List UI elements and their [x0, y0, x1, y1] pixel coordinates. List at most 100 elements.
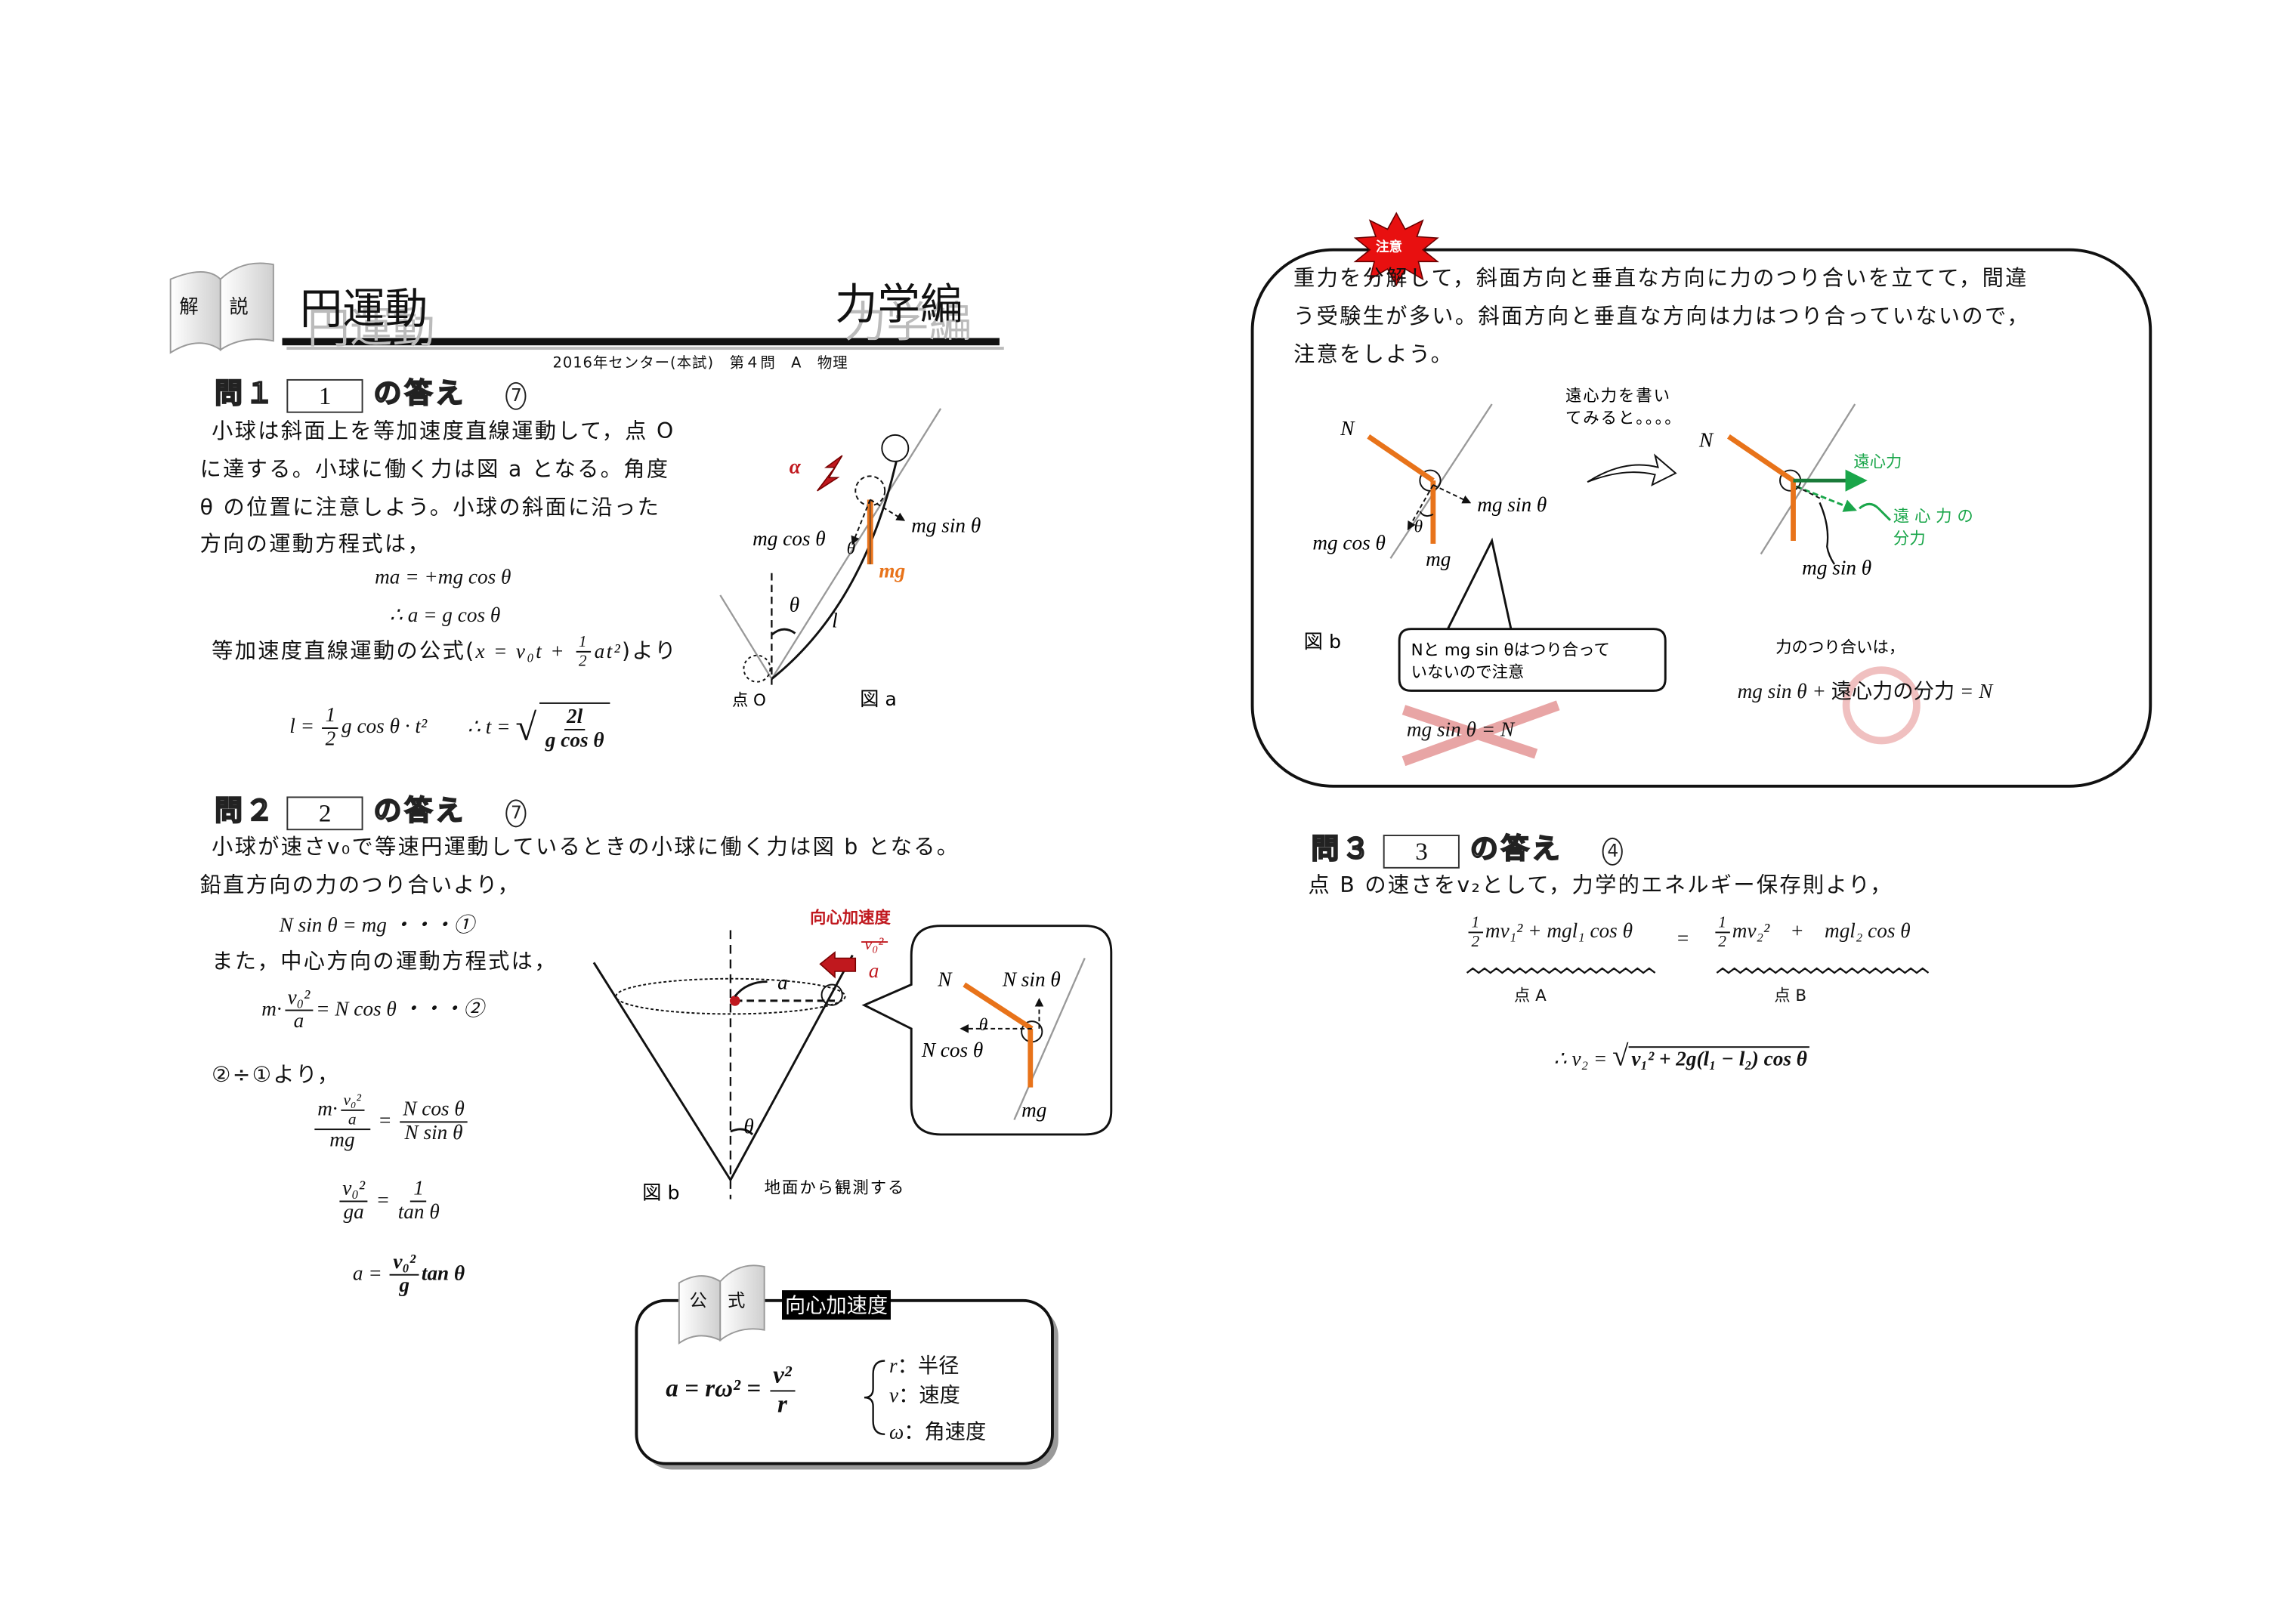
- legend-meaning: ：速度: [898, 1384, 960, 1408]
- eq4-rhs-den: tan θ: [397, 1203, 440, 1225]
- q1-para-3: θ の位置に注意しよう。小球の斜面に沿った: [199, 496, 661, 520]
- inset-n-sin-label: N sin θ: [1002, 968, 1061, 990]
- q1-answer: 7: [505, 381, 527, 410]
- q1-para-2: に達する。小球に働く力は図 a となる。角度: [199, 458, 670, 483]
- q1-number-box: 1: [286, 378, 363, 413]
- q2-eq1: N sin θ = mg ・・・①: [279, 915, 474, 938]
- eq3-rhs: g cos θ · t²: [341, 716, 428, 739]
- balance-math: mg sin θ +: [1737, 681, 1831, 704]
- eq2-num: v₀²: [284, 987, 314, 1012]
- category-shadow: 力学編: [843, 296, 972, 347]
- caution-left-mg-label: mg: [1426, 548, 1451, 570]
- formula-badge-1: 公: [689, 1290, 707, 1311]
- arrow-note-line-1: 遠心力を書い: [1565, 387, 1671, 406]
- callout-line-1: Nと mg sin θはつり合って: [1411, 641, 1610, 660]
- q3-energy-equals: =: [1676, 928, 1689, 951]
- fig-b-a-label: a: [777, 971, 788, 993]
- right-den: 2: [1718, 933, 1726, 951]
- q3-label: 問３: [1311, 832, 1374, 866]
- legend-symbol: r: [889, 1356, 898, 1379]
- header-rule: [282, 338, 1000, 346]
- figure-a: [719, 408, 942, 685]
- component-label-2: 分力: [1893, 529, 1926, 548]
- formula-line-pre: 等加速度直線運動の公式(: [212, 640, 476, 664]
- formula-line-post-math: at²: [594, 641, 623, 664]
- eq3-therefore: ∴ t =: [467, 716, 516, 739]
- formula-legend-v: v：速度: [889, 1380, 960, 1409]
- q3-heading: 問３ 3 の答え 4: [1311, 827, 1624, 869]
- q3-answer: 4: [1602, 837, 1624, 866]
- underbrace-a: [1466, 967, 1656, 974]
- balance-intro: 力のつり合いは，: [1775, 638, 1905, 657]
- inset-n-label: N: [937, 968, 953, 990]
- q2-suffix: の答え: [373, 795, 467, 829]
- fig-a-theta2-label: θ: [790, 593, 799, 616]
- formula-den: r: [777, 1389, 787, 1418]
- q1-suffix: の答え: [373, 377, 467, 411]
- q2-line-4: ②÷①より，: [212, 1064, 341, 1088]
- formula-line-post: )より: [622, 640, 678, 664]
- fig-a-mg-sin-label: mg sin θ: [911, 514, 981, 536]
- eq3-num: 1: [322, 705, 339, 729]
- fig-b-note: 地面から観測する: [765, 1179, 906, 1198]
- formula-num: v²: [770, 1361, 795, 1391]
- caution-left-mg-cos-label: mg cos θ: [1312, 532, 1386, 554]
- q1-eq1: ma = +mg cos θ: [375, 567, 511, 590]
- q3-suffix: の答え: [1469, 832, 1563, 866]
- frac-den: 2: [578, 652, 589, 671]
- formula-badge-2: 式: [728, 1290, 746, 1311]
- eq3b-inner-den: a: [348, 1110, 357, 1129]
- q2-label: 問２: [214, 795, 277, 829]
- formula-legend-r: r：半径: [889, 1351, 959, 1380]
- q3-line-1: 点 B の速さをv₂として，力学的エネルギー保存則より，: [1308, 874, 1893, 898]
- centrifugal-label: 遠心力: [1853, 453, 1902, 472]
- formula-legend-omega: ω：角速度: [889, 1416, 986, 1446]
- eq4-den: ga: [343, 1203, 364, 1225]
- underbrace-b: [1716, 967, 1930, 974]
- caution-caption: 図 b: [1304, 631, 1341, 653]
- point-b-label: 点 B: [1774, 986, 1807, 1005]
- fig-b-accel-label: 向心加速度: [810, 908, 892, 928]
- legend-symbol: v: [889, 1385, 899, 1408]
- inset-mg-label: mg: [1021, 1099, 1046, 1122]
- source-label: 2016年センター(本試) 第４問 A 物理: [552, 355, 848, 372]
- q1-heading: 問１ 1 の答え 7: [214, 372, 527, 413]
- inset-n-cos-label: N cos θ: [921, 1039, 983, 1061]
- eq2-post: = N cos θ ・・・②: [316, 999, 484, 1022]
- fig-b-accel-den: a: [869, 959, 879, 982]
- wrong-equation: mg sin θ = N: [1406, 720, 1515, 743]
- eq2-pre: m·: [261, 999, 282, 1022]
- eq3b-rhs-den: N sin θ: [404, 1122, 463, 1146]
- caution-starburst-icon: [1353, 211, 1439, 287]
- title-shadow: 円運動: [307, 302, 435, 353]
- q2-line-1: 小球が速さv₀で等速円運動しているときの小球に働く力は図 b となる。: [212, 835, 960, 860]
- figure-b-cone: [592, 925, 1113, 1199]
- formula-title: 向心加速度: [782, 1290, 891, 1320]
- caution-text-1: 重力を分解して，斜面方向と垂直な方向に力のつり合いを立てて，間違: [1293, 267, 2029, 292]
- book-icon: [169, 262, 274, 354]
- acceleration-arrow-icon: [817, 455, 843, 492]
- fig-b-accel-num: v₀²: [864, 934, 884, 954]
- caution-text-3: 注意をしよう。: [1293, 344, 1454, 368]
- caution-right-mg-sin-label: mg sin θ: [1802, 557, 1871, 579]
- eq3-root-num: 2l: [564, 707, 586, 731]
- eq4-rhs-num: 1: [410, 1178, 427, 1203]
- q1-label: 問１: [214, 377, 277, 411]
- caution-right-n-label: N: [1698, 428, 1714, 451]
- badge-char-2: 説: [229, 296, 249, 320]
- curved-arrow-icon: [1587, 453, 1677, 486]
- eq3b-inner-num: v₀²: [340, 1092, 364, 1111]
- balance-equation: mg sin θ + 遠心力の分力 = N: [1738, 676, 1993, 705]
- fig-a-alpha-label: α: [790, 455, 802, 477]
- eq5-rhs: tan θ: [421, 1264, 465, 1286]
- frac-num: 1: [575, 634, 592, 653]
- eq3b-pre: m·: [317, 1098, 338, 1122]
- caution-box-frame: [1250, 211, 2152, 788]
- right-rest: mv₂² + mgl₂ cos θ: [1732, 921, 1911, 943]
- legend-meaning: ：角速度: [904, 1421, 987, 1445]
- left-den: 2: [1471, 933, 1480, 951]
